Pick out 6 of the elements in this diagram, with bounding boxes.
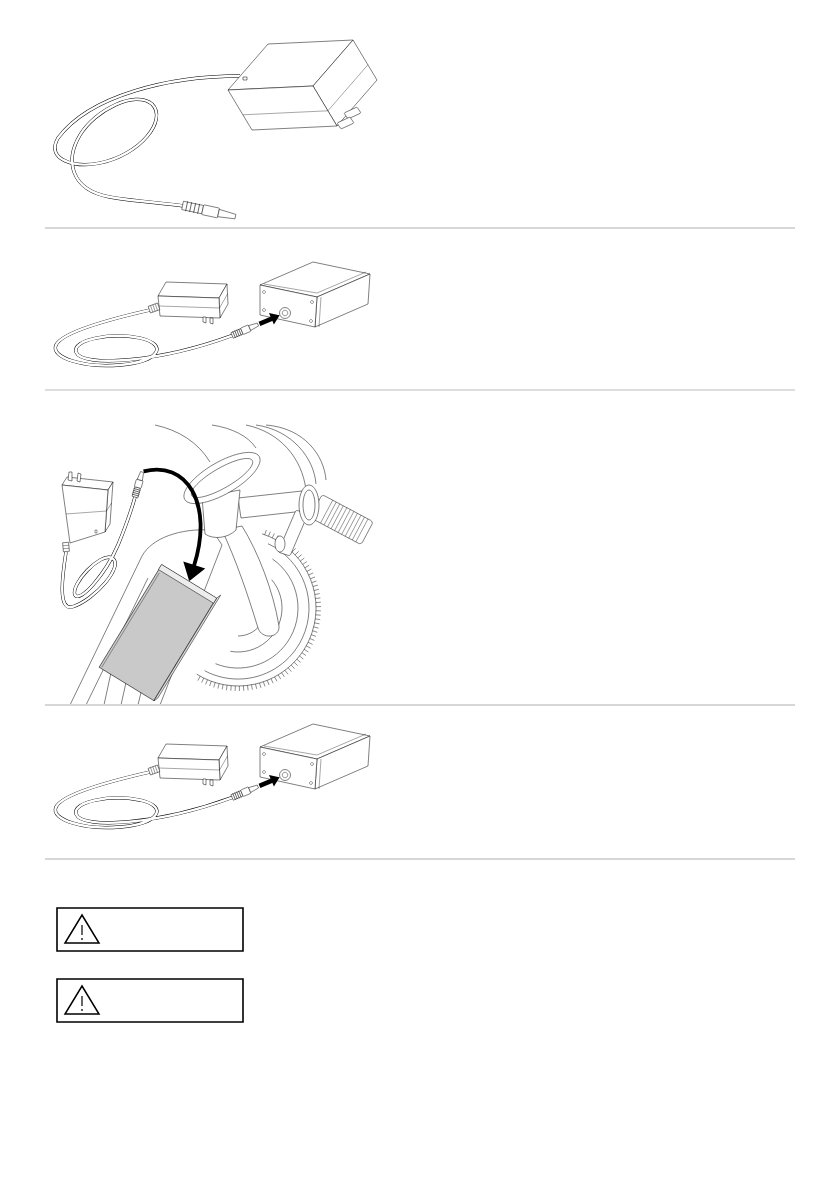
plug: [131, 471, 144, 499]
charging-port: [279, 307, 291, 319]
plug: [230, 322, 259, 339]
charging-port: [279, 769, 291, 781]
battery-pack: [98, 564, 221, 702]
plug: [230, 784, 259, 801]
